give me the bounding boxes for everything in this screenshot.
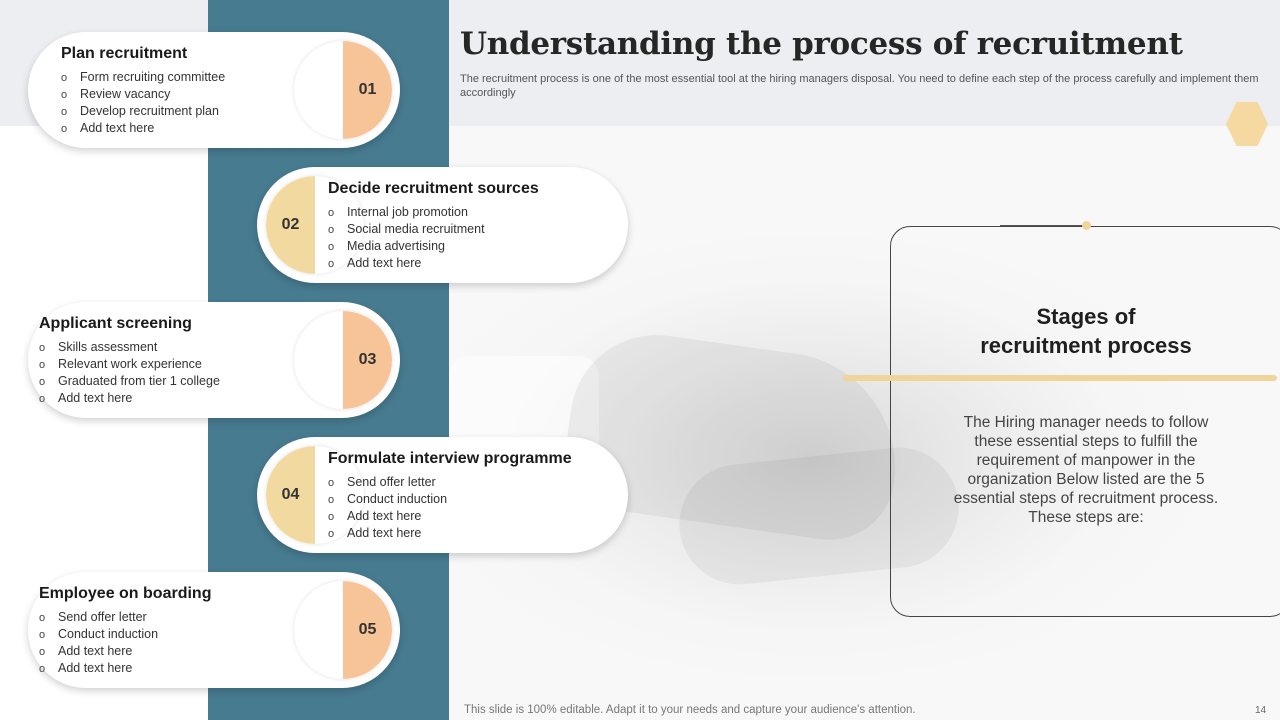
- footer-note: This slide is 100% editable. Adapt it to…: [464, 704, 916, 716]
- step-list: Internal job promotion Social media recr…: [328, 204, 485, 272]
- step-list: Form recruiting committee Review vacancy…: [61, 69, 225, 137]
- step-number: 01: [358, 81, 377, 98]
- list-item: Skills assessment: [39, 339, 220, 356]
- list-item: Review vacancy: [61, 86, 225, 103]
- step-title: Plan recruitment: [61, 45, 188, 62]
- list-item: Media advertising: [328, 238, 485, 255]
- page-number: 14: [1255, 705, 1267, 716]
- stages-title: Stages of recruitment process: [940, 302, 1232, 360]
- list-item: Relevant work experience: [39, 356, 220, 373]
- stages-title-line: recruitment process: [980, 333, 1192, 358]
- list-item: Add text here: [39, 660, 158, 677]
- step-list: Send offer letter Conduct induction Add …: [39, 609, 158, 677]
- page-subtitle: The recruitment process is one of the mo…: [460, 73, 1259, 99]
- list-item: Add text here: [328, 508, 447, 525]
- step-number: 03: [358, 351, 377, 368]
- list-item: Conduct induction: [39, 626, 158, 643]
- stages-description: The Hiring manager needs to follow these…: [953, 414, 1219, 526]
- step-title: Applicant screening: [39, 315, 192, 332]
- page-title: Understanding the process of recruitment: [460, 26, 1183, 62]
- stages-title-line: Stages of: [1036, 304, 1136, 329]
- list-item: Add text here: [39, 390, 220, 407]
- connector-line: [1000, 225, 1084, 226]
- step-list: Send offer letter Conduct induction Add …: [328, 474, 447, 542]
- step-number: 02: [281, 216, 300, 233]
- list-item: Conduct induction: [328, 491, 447, 508]
- list-item: Send offer letter: [39, 609, 158, 626]
- list-item: Add text here: [328, 525, 447, 542]
- accent-bar: [843, 375, 1277, 381]
- list-item: Graduated from tier 1 college: [39, 373, 220, 390]
- list-item: Form recruiting committee: [61, 69, 225, 86]
- list-item: Add text here: [61, 120, 225, 137]
- list-item: Develop recruitment plan: [61, 103, 225, 120]
- step-number: 05: [358, 621, 377, 638]
- list-item: Add text here: [39, 643, 158, 660]
- step-number: 04: [281, 486, 300, 503]
- list-item: Send offer letter: [328, 474, 447, 491]
- step-list: Skills assessment Relevant work experien…: [39, 339, 220, 407]
- step-title: Formulate interview programme: [328, 450, 572, 467]
- list-item: Social media recruitment: [328, 221, 485, 238]
- list-item: Add text here: [328, 255, 485, 272]
- step-title: Employee on boarding: [39, 585, 212, 602]
- list-item: Internal job promotion: [328, 204, 485, 221]
- step-number-badge: 01: [294, 41, 392, 139]
- step-title: Decide recruitment sources: [328, 180, 539, 197]
- step-number-badge: 05: [294, 581, 392, 679]
- connector-dot: [1082, 221, 1091, 230]
- step-number-badge: 03: [294, 311, 392, 409]
